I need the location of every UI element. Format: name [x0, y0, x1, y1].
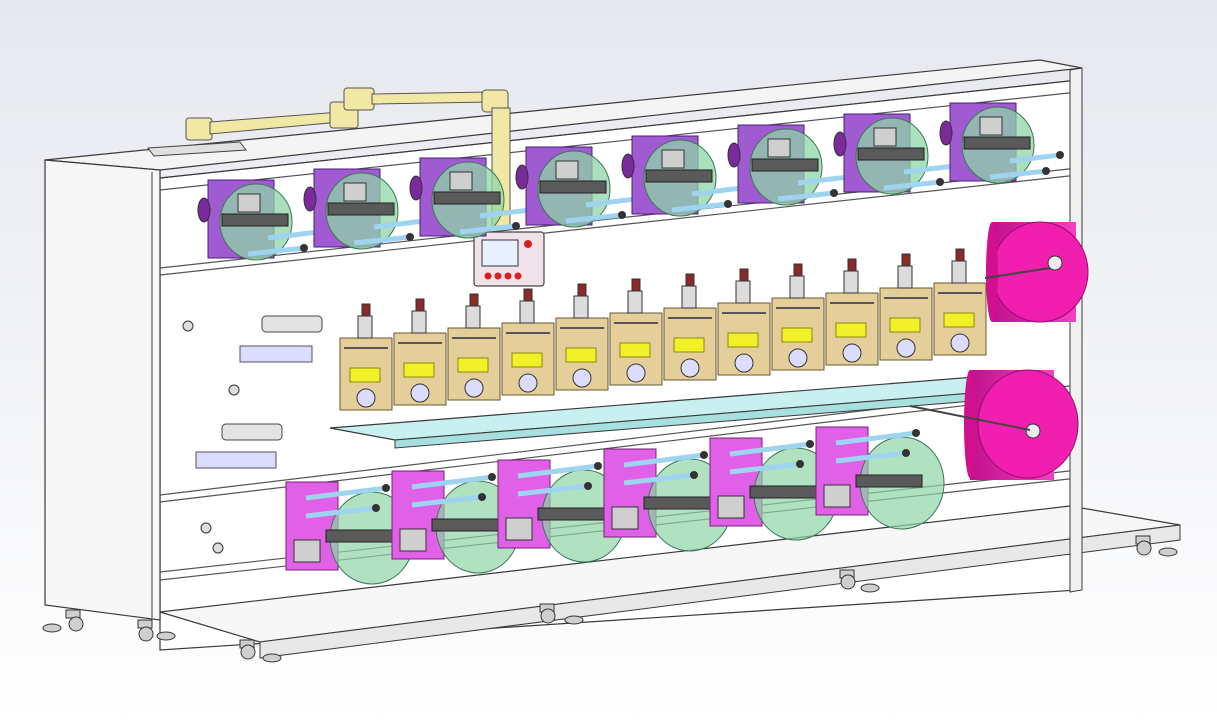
- rewind-station-top: [727, 124, 852, 206]
- knife-unit: [501, 288, 555, 396]
- top-rail-edge: [159, 79, 1079, 179]
- leveling-foot-icon: [860, 583, 880, 593]
- knife-unit: [447, 293, 501, 401]
- red-button-icon: [504, 272, 512, 280]
- rewind-station-top: [939, 102, 1064, 184]
- knife-unit: [609, 278, 663, 386]
- bottom-rewind-stations: [285, 426, 945, 585]
- panel-screen: [481, 239, 519, 267]
- rewind-station-top: [409, 157, 534, 239]
- rewind-station-top: [303, 168, 428, 250]
- rewind-station-bottom: [497, 459, 627, 563]
- casters: [42, 535, 1178, 663]
- left-end-panel: [44, 159, 161, 621]
- knife-unit: [933, 248, 987, 356]
- right-end-post: [1069, 67, 1083, 593]
- rewind-station-bottom: [815, 426, 945, 530]
- caster-wheel-icon: [539, 603, 556, 624]
- knife-unit: [717, 268, 771, 376]
- rewind-station-top: [833, 113, 958, 195]
- base-platform-front: [259, 524, 1181, 659]
- rewind-station-top: [621, 135, 746, 217]
- rewind-station-bottom: [603, 448, 733, 552]
- slitting-knife-units: [339, 248, 987, 411]
- leveling-foot-icon: [262, 653, 282, 663]
- knife-unit: [663, 273, 717, 381]
- leveling-foot-icon: [564, 615, 584, 625]
- knife-unit: [825, 258, 879, 366]
- leveling-foot-icon: [1158, 547, 1178, 557]
- knife-unit: [879, 253, 933, 361]
- caster-wheel-icon: [65, 609, 84, 632]
- red-button-icon: [524, 240, 532, 248]
- large-magenta-roll-lower: [909, 369, 1079, 480]
- caster-wheel-icon: [839, 569, 856, 590]
- leveling-foot-icon: [156, 631, 176, 641]
- leveling-foot-icon: [42, 623, 62, 633]
- rewind-station-top: [197, 179, 322, 261]
- arm-mount-plate: [147, 141, 247, 157]
- knife-unit: [771, 263, 825, 371]
- control-arm: [185, 87, 511, 229]
- control-panel: [473, 231, 545, 287]
- caster-wheel-icon: [137, 619, 154, 642]
- red-button-icon: [514, 272, 522, 280]
- caster-wheel-icon: [239, 639, 256, 660]
- left-guide-rollers: [182, 315, 323, 554]
- red-button-icon: [484, 272, 492, 280]
- caster-wheel-icon: [1135, 535, 1152, 556]
- knife-unit: [339, 303, 393, 411]
- knife-unit: [393, 298, 447, 406]
- large-magenta-roll-upper: [984, 221, 1089, 323]
- rewind-station-top: [515, 146, 640, 228]
- top-rewind-stations: [197, 102, 1064, 261]
- knife-unit: [555, 283, 609, 391]
- red-button-icon: [494, 272, 502, 280]
